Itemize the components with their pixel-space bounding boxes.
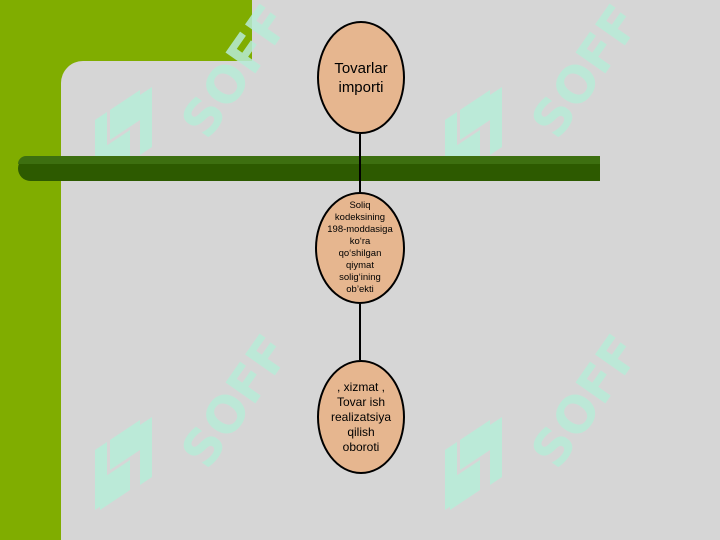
node-middle-label: Soliq kodeksining 198-moddasiga ko‘ra qo… [327,200,393,295]
gray-content-panel [61,61,720,540]
node-realizatsiya-oboroti: , xizmat , Tovar ish realizatsiya qilish… [317,360,405,474]
node-bottom-label: , xizmat , Tovar ish realizatsiya qilish… [330,379,392,454]
node-tovarlar-importi: Tovarlar importi [317,21,405,134]
divider-bar-highlight [18,156,600,164]
node-qqs-obekti: Soliq kodeksining 198-moddasiga ko‘ra qo… [315,192,405,304]
node-top-label: Tovarlar importi [334,59,388,96]
